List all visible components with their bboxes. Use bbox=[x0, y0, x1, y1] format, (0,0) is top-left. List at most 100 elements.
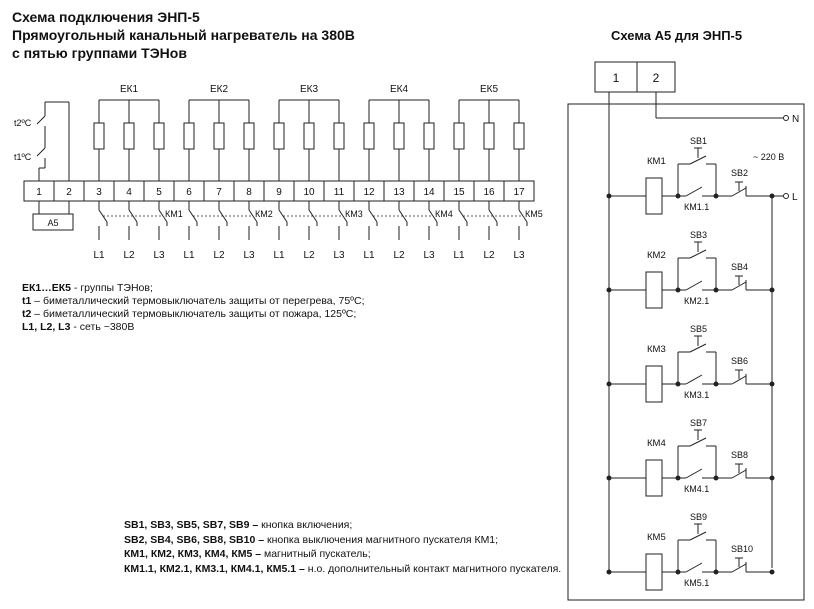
terminal-label-12: 12 bbox=[363, 187, 375, 198]
aux-contact-blade-1 bbox=[685, 186, 703, 197]
terminal-label-7: 7 bbox=[216, 187, 222, 198]
sb-off-blade-3 bbox=[731, 375, 747, 385]
legend-controls: SB1, SB3, SB5, SB7, SB9 – кнопка включен… bbox=[124, 518, 564, 576]
terminal-label-9: 9 bbox=[276, 187, 282, 198]
terminal-label-3: 3 bbox=[96, 187, 102, 198]
terminal-label-1: 1 bbox=[36, 187, 42, 198]
legend-starters: КМ1, КМ2, КМ3, КМ4, КМ5 – магнитный пуск… bbox=[124, 548, 371, 560]
terminal-label-14: 14 bbox=[423, 187, 435, 198]
header-cell-1-label: 1 bbox=[613, 71, 620, 85]
coil-label-1: КМ1 bbox=[647, 156, 666, 167]
legend-on-buttons: SB1, SB3, SB5, SB7, SB9 – кнопка включен… bbox=[124, 519, 353, 531]
group-label-4: ЕК4 bbox=[390, 84, 408, 95]
phase-label: L3 bbox=[153, 250, 165, 261]
aux-contact-blade-5 bbox=[685, 562, 703, 573]
phase-label: L3 bbox=[243, 250, 255, 261]
terminal-label-13: 13 bbox=[393, 187, 405, 198]
coil-2 bbox=[645, 271, 663, 309]
heater-element bbox=[453, 122, 465, 150]
rung-node-right-4 bbox=[769, 475, 775, 481]
sb-off-label-1: SB2 bbox=[731, 168, 748, 178]
km-label-2: КМ2 bbox=[255, 209, 273, 219]
n-label: N bbox=[792, 114, 799, 125]
terminal-label-4: 4 bbox=[126, 187, 132, 198]
aux-contact-blade-2 bbox=[685, 280, 703, 291]
group-label-1: ЕК1 bbox=[120, 84, 138, 95]
heater-element bbox=[153, 122, 165, 150]
aux-label-5: КМ5.1 bbox=[684, 578, 709, 588]
l-label: L bbox=[792, 192, 798, 203]
legend-aux-contacts: КМ1.1, КМ2.1, КМ3.1, КМ4.1, КМ5.1 – н.о.… bbox=[124, 562, 562, 575]
heater-element bbox=[513, 122, 525, 150]
aux-label-2: КМ2.1 bbox=[684, 296, 709, 306]
sb-on-label-3: SB5 bbox=[690, 324, 707, 334]
km-label-3: КМ3 bbox=[345, 209, 363, 219]
title-line-3: с пятью группами ТЭНов bbox=[12, 45, 187, 61]
diagram-title: Схема подключения ЭНП-5 Прямоугольный ка… bbox=[12, 8, 355, 62]
switch-blade bbox=[338, 209, 348, 223]
sb-on-blade-4 bbox=[689, 437, 707, 447]
legend-t1-line: t1 – биметаллический термовыключатель за… bbox=[22, 295, 365, 307]
group-label-5: ЕК5 bbox=[480, 84, 498, 95]
terminal-label-16: 16 bbox=[483, 187, 495, 198]
legend-t2-line: t2 – биметаллический термовыключатель за… bbox=[22, 308, 357, 320]
coil-5 bbox=[645, 553, 663, 591]
legend-heaters-line: ЕК1…ЕК5 - группы ТЭНов; bbox=[22, 282, 153, 294]
heater-element bbox=[333, 122, 345, 150]
km-label-4: КМ4 bbox=[435, 209, 453, 219]
voltage-label: ~ 220 В bbox=[753, 152, 784, 162]
legend-off-buttons: SB2, SB4, SB6, SB8, SB10 – кнопка выключ… bbox=[124, 533, 499, 546]
heater-element bbox=[483, 122, 495, 150]
sb-on-label-1: SB1 bbox=[690, 136, 707, 146]
coil-label-3: КМ3 bbox=[647, 344, 666, 355]
km-label-5: КМ5 bbox=[525, 209, 543, 219]
sb-on-label-2: SB3 bbox=[690, 230, 707, 240]
rung-node-right-2 bbox=[769, 287, 775, 293]
sb-on-blade-1 bbox=[689, 155, 707, 165]
sb-off-label-3: SB6 bbox=[731, 356, 748, 366]
aux-label-1: КМ1.1 bbox=[684, 202, 709, 212]
terminal-label-10: 10 bbox=[303, 187, 315, 198]
rung-node-right-5 bbox=[769, 569, 775, 575]
heater-element bbox=[303, 122, 315, 150]
sb-off-label-2: SB4 bbox=[731, 262, 748, 272]
heater-element bbox=[273, 122, 285, 150]
phase-label: L1 bbox=[93, 250, 105, 261]
switch-blade bbox=[518, 209, 528, 223]
sb-on-label-5: SB9 bbox=[690, 512, 707, 522]
sb-off-label-4: SB8 bbox=[731, 450, 748, 460]
sb-on-blade-2 bbox=[689, 249, 707, 259]
heater-element bbox=[393, 122, 405, 150]
a5-box bbox=[32, 213, 74, 231]
terminal-label-15: 15 bbox=[453, 187, 465, 198]
heater-element bbox=[243, 122, 255, 150]
terminal-label-6: 6 bbox=[186, 187, 192, 198]
heater-element bbox=[213, 122, 225, 150]
scheme-a5-title: Схема А5 для ЭНП-5 bbox=[611, 28, 743, 43]
phase-label: L3 bbox=[513, 250, 525, 261]
sb-off-blade-1 bbox=[731, 187, 747, 197]
terminal-label-2: 2 bbox=[66, 187, 72, 198]
coil-4 bbox=[645, 459, 663, 497]
coil-3 bbox=[645, 365, 663, 403]
heater-element bbox=[93, 122, 105, 150]
legend-heaters: ЕК1…ЕК5 - группы ТЭНов; t1 – биметалличе… bbox=[22, 282, 365, 334]
phase-label: L2 bbox=[303, 250, 315, 261]
heater-element bbox=[363, 122, 375, 150]
rung-node-right-1 bbox=[769, 193, 775, 199]
switch-blade bbox=[428, 209, 438, 223]
aux-contact-blade-4 bbox=[685, 468, 703, 479]
heater-element bbox=[183, 122, 195, 150]
phase-label: L2 bbox=[213, 250, 225, 261]
group-label-2: ЕК2 bbox=[210, 84, 228, 95]
phase-label: L1 bbox=[363, 250, 375, 261]
coil-label-2: КМ2 bbox=[647, 250, 666, 261]
phase-label: L3 bbox=[423, 250, 435, 261]
t1-label: t1ºC bbox=[14, 152, 32, 162]
phase-label: L2 bbox=[393, 250, 405, 261]
sb-off-blade-2 bbox=[731, 281, 747, 291]
coil-label-5: КМ5 bbox=[647, 532, 666, 543]
t2-label: t2ºC bbox=[14, 118, 32, 128]
coil-label-4: КМ4 bbox=[647, 438, 666, 449]
